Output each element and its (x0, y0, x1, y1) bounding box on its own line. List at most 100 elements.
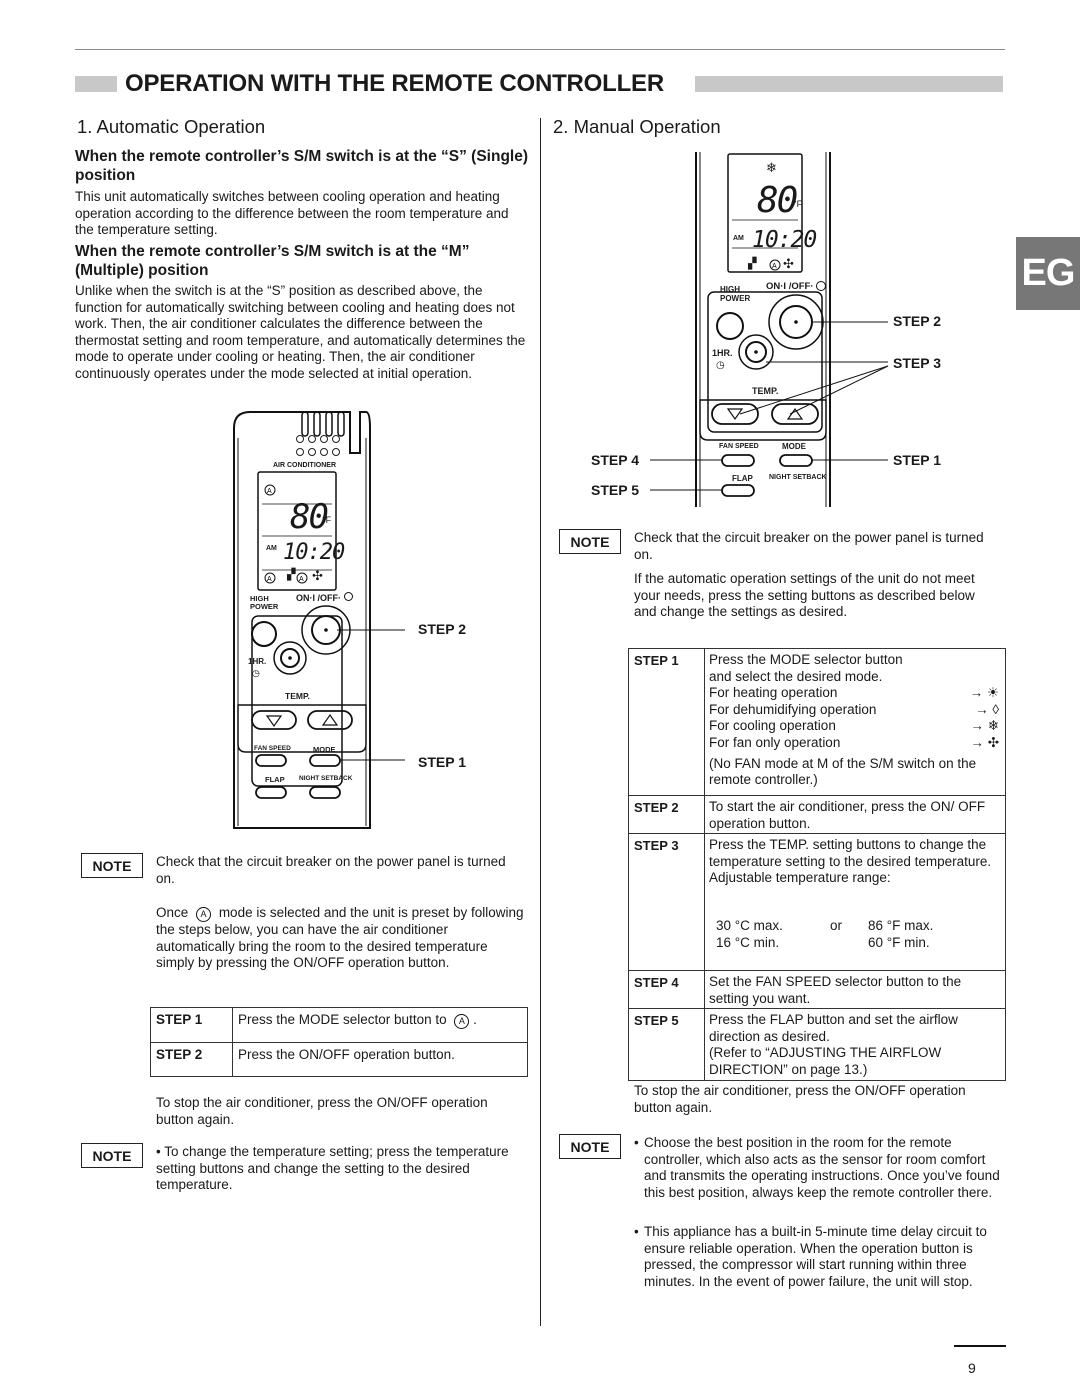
right-callout-step1: STEP 1 (893, 452, 941, 468)
manual-remote-night-setback-label: NIGHT SETBACK (769, 474, 827, 481)
left-callout-step1: STEP 1 (418, 754, 466, 770)
fan-icon: ✣ (987, 734, 999, 750)
remote-clock-icon: ◷ (252, 668, 260, 678)
right-step1-label: STEP 1 (634, 653, 679, 668)
left-once-paragraph: Once A mode is selected and the unit is … (156, 905, 524, 971)
page-number-rule (954, 1345, 1006, 1347)
table-column-divider (704, 649, 705, 1080)
manual-remote-fan-speed-label: FAN SPEED (719, 443, 759, 450)
remote-night-setback-label: NIGHT SETBACK (299, 775, 353, 782)
right-step3-text: Press the TEMP. setting buttons to chang… (709, 837, 992, 886)
multiple-position-subheading: When the remote controller’s S/M switch … (75, 243, 470, 279)
remote-time-display: 10:20 (283, 540, 345, 565)
remote-temp-label: TEMP. (285, 691, 310, 701)
remote-controller-manual-illustration: A (650, 152, 889, 507)
remote-snowflake-icon: ❄ (766, 160, 777, 175)
right-note-badge-2: NOTE (559, 1134, 621, 1159)
remote-temp-display: 80 (290, 497, 329, 537)
right-callout-step5: STEP 5 (591, 482, 639, 498)
left-note-2-text: • To change the temperature setting; pre… (156, 1144, 509, 1193)
remote-flap-label: FLAP (265, 775, 285, 784)
mode-row-heating: For heating operation→ ☀ (709, 685, 999, 701)
table-row-divider (629, 833, 1005, 834)
remote-am-label: AM (266, 545, 277, 552)
svg-text:A: A (267, 576, 272, 583)
single-position-subheading: When the remote controller’s S/M switch … (75, 148, 529, 184)
sun-icon: ☀ (986, 685, 999, 701)
automatic-operation-heading: 1. Automatic Operation (77, 116, 266, 137)
left-step1-label: STEP 1 (150, 1007, 233, 1043)
remote-fan-icon: ✣ (312, 568, 323, 583)
left-step1-text: Press the MODE selector button to A . (232, 1007, 528, 1043)
remote-controller-illustration: A A A (233, 411, 405, 829)
manual-remote-fan-icon: ✣ (783, 256, 794, 271)
manual-remote-temp-unit: °F (793, 199, 803, 209)
multiple-position-paragraph: Unlike when the switch is at the “S” pos… (75, 283, 526, 381)
manual-remote-temp-label: TEMP. (752, 386, 779, 396)
left-note-badge-1: NOTE (81, 853, 143, 878)
manual-remote-flap-label: FLAP (732, 474, 753, 483)
section-banner: OPERATION WITH THE REMOTE CONTROLLER (75, 70, 1005, 97)
right-note-2-bullet-1: Choose the best position in the room for… (644, 1135, 1000, 1200)
manual-remote-1hr-label: 1HR. (712, 348, 733, 358)
banner-bar-right (695, 76, 1003, 92)
left-step2-label: STEP 2 (150, 1042, 233, 1077)
left-note-1-text: Check that the circuit breaker on the po… (156, 854, 506, 886)
right-step5-text: Press the FLAP button and set the airflo… (709, 1012, 958, 1077)
left-steps-table: STEP 1 Press the MODE selector button to… (150, 1007, 528, 1077)
manual-operation-heading: 2. Manual Operation (553, 116, 721, 137)
right-callout-step2: STEP 2 (893, 313, 941, 329)
right-step2-text: To start the air conditioner, press the … (709, 799, 986, 831)
table-row-divider (629, 970, 1005, 971)
column-divider (540, 118, 541, 1326)
left-stop-text: To stop the air conditioner, press the O… (156, 1095, 488, 1127)
mode-row-dehumidifying: For dehumidifying operation→ ◊ (709, 701, 999, 717)
manual-remote-off-circle-icon (816, 281, 826, 291)
left-note-badge-2: NOTE (81, 1143, 143, 1168)
auto-mode-icon: A (454, 1014, 470, 1029)
left-callout-step2: STEP 2 (418, 621, 466, 637)
snowflake-icon: ❄ (987, 718, 999, 734)
right-stop-text: To stop the air conditioner, press the O… (634, 1083, 966, 1115)
page-title: OPERATION WITH THE REMOTE CONTROLLER (125, 70, 664, 97)
right-step1-text: Press the MODE selector button and selec… (709, 652, 999, 788)
svg-text:A: A (772, 263, 777, 270)
manual-remote-clock-icon: ◷ (716, 360, 725, 371)
language-tab: EG (1016, 237, 1080, 310)
mode-row-fan: For fan only operation→ ✣ (709, 734, 999, 750)
manual-remote-time-display: 10:20 (752, 227, 817, 253)
right-note-badge-1: NOTE (559, 529, 621, 554)
manual-remote-flap-icon: ▞ (748, 258, 757, 270)
manual-remote-am-label: AM (733, 235, 744, 242)
remote-off-circle-icon (344, 592, 353, 601)
right-note-2-bullet-2: This appliance has a built-in 5-minute t… (644, 1224, 987, 1289)
right-settings-paragraph: If the automatic operation settings of t… (634, 571, 975, 620)
single-position-paragraph: This unit automatically switches between… (75, 189, 509, 238)
remote-mode-label: MODE (313, 745, 336, 754)
right-steps-table: STEP 1 Press the MODE selector button an… (628, 648, 1006, 1081)
auto-mode-icon: A (196, 907, 212, 922)
remote-onoff-label: ON·I /OFF· (296, 593, 341, 603)
left-step2-text: Press the ON/OFF operation button. (232, 1042, 528, 1077)
manual-remote-temp-display: 80 (757, 180, 798, 221)
remote-1hr-label: 1HR. (248, 657, 267, 666)
page-number: 9 (968, 1360, 976, 1376)
right-note-1-text: Check that the circuit breaker on the po… (634, 530, 984, 562)
drop-icon: ◊ (992, 701, 999, 717)
mode-row-cooling: For cooling operation→ ❄ (709, 718, 999, 734)
svg-text:A: A (267, 488, 272, 495)
bullet-2: • (634, 1224, 639, 1239)
remote-temp-unit: °F (322, 515, 332, 525)
remote-flap-icon: ▞ (287, 569, 296, 581)
bullet-1: • (634, 1135, 639, 1150)
manual-remote-onoff-label: ON·I /OFF· (766, 281, 814, 292)
banner-bar-left (75, 76, 117, 92)
top-rule (75, 49, 1005, 50)
left-step-row-1: STEP 1 Press the MODE selector button to… (150, 1007, 528, 1043)
right-callout-step4: STEP 4 (591, 452, 639, 468)
right-step4-text: Set the FAN SPEED selector button to the… (709, 974, 962, 1006)
remote-brand-label: AIR CONDITIONER (273, 462, 336, 469)
